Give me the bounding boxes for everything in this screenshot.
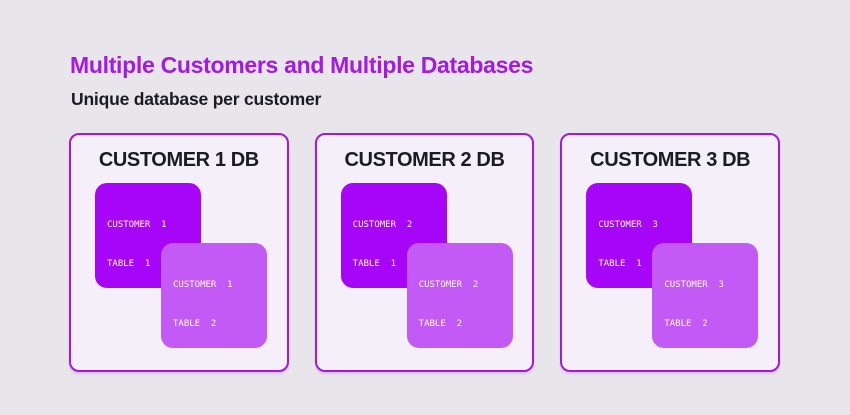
table-label-customer: CUSTOMER 3 xyxy=(598,220,658,230)
table-label-customer: CUSTOMER 1 xyxy=(107,220,167,230)
card-title: CUSTOMER 3 DB xyxy=(590,149,751,171)
customer-1-table-2-box: CUSTOMER 1 TABLE 2 xyxy=(161,243,267,348)
table-label-customer: CUSTOMER 2 xyxy=(418,280,479,290)
table-label-customer: CUSTOMER 2 xyxy=(352,220,413,230)
table-label-customer: CUSTOMER 1 xyxy=(173,280,233,290)
customer-3-db-card: CUSTOMER 3 DB CUSTOMER 3 TABLE 1 CUSTOME… xyxy=(560,133,781,372)
table-label-customer: CUSTOMER 3 xyxy=(664,280,724,290)
database-cards-row: CUSTOMER 1 DB CUSTOMER 1 TABLE 1 CUSTOME… xyxy=(69,133,781,372)
table-label-table: TABLE 1 xyxy=(107,259,151,269)
page-title: Multiple Customers and Multiple Database… xyxy=(70,52,534,78)
card-title: CUSTOMER 1 DB xyxy=(98,149,259,171)
table-label-table: TABLE 2 xyxy=(173,319,217,329)
table-label-table: TABLE 2 xyxy=(664,319,708,329)
customer-1-db-card: CUSTOMER 1 DB CUSTOMER 1 TABLE 1 CUSTOME… xyxy=(69,133,289,372)
page-subtitle: Unique database per customer xyxy=(71,89,322,109)
customer-3-table-2-box: CUSTOMER 3 TABLE 2 xyxy=(652,243,759,348)
card-title: CUSTOMER 2 DB xyxy=(344,149,505,171)
table-label-table: TABLE 1 xyxy=(598,259,642,269)
customer-2-db-card: CUSTOMER 2 DB CUSTOMER 2 TABLE 1 CUSTOME… xyxy=(314,133,535,372)
table-label-table: TABLE 1 xyxy=(352,259,397,269)
customer-2-table-2-box: CUSTOMER 2 TABLE 2 xyxy=(406,243,513,348)
table-label-table: TABLE 2 xyxy=(418,319,463,329)
